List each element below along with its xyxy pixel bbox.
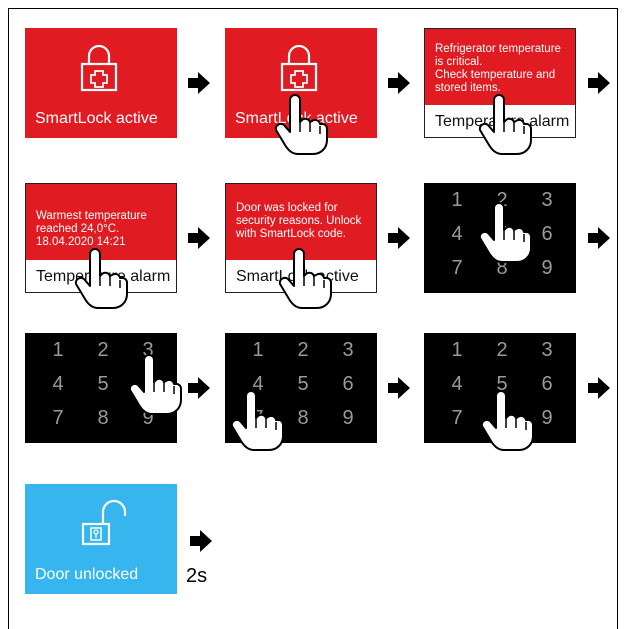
keypad-key-3[interactable]: 3 <box>541 189 553 211</box>
screen-smartlock-active: SmartLock active <box>25 28 177 138</box>
keypad-key-4[interactable]: 4 <box>451 223 463 245</box>
tap-hand-icon <box>276 246 332 310</box>
padlock-open-icon <box>81 499 127 546</box>
keypad-key-7[interactable]: 7 <box>451 407 463 429</box>
keypad-key-6[interactable]: 6 <box>541 223 553 245</box>
keypad-key-1[interactable]: 1 <box>252 339 264 361</box>
tap-hand-icon <box>126 352 182 416</box>
tap-hand-icon <box>72 246 128 310</box>
keypad-key-5[interactable]: 5 <box>496 373 508 395</box>
keypad-key-2[interactable]: 2 <box>297 339 309 361</box>
keypad-key-5[interactable]: 5 <box>97 373 109 395</box>
arrow-right-icon <box>188 227 210 249</box>
keypad-key-8[interactable]: 8 <box>97 407 109 429</box>
arrow-right-icon <box>588 72 610 94</box>
keypad-key-3[interactable]: 3 <box>342 339 354 361</box>
arrow-right-icon <box>388 377 410 399</box>
keypad-key-4[interactable]: 4 <box>451 373 463 395</box>
tap-hand-icon <box>476 200 532 264</box>
duration-caption: 2s <box>186 565 208 587</box>
keypad-key-8[interactable]: 8 <box>297 407 309 429</box>
arrow-right-icon <box>588 377 610 399</box>
keypad-key-9[interactable]: 9 <box>541 407 553 429</box>
keypad-key-2[interactable]: 2 <box>496 339 508 361</box>
keypad-key-7[interactable]: 7 <box>451 257 463 279</box>
keypad-key-9[interactable]: 9 <box>541 257 553 279</box>
padlock-closed-plus-icon <box>80 44 118 92</box>
screen-label: Door unlocked <box>35 566 139 583</box>
keypad-key-2[interactable]: 2 <box>97 339 109 361</box>
keypad-key-9[interactable]: 9 <box>142 407 154 429</box>
keypad-key-1[interactable]: 1 <box>52 339 64 361</box>
keypad-key-1[interactable]: 1 <box>451 339 463 361</box>
tap-hand-icon <box>476 92 532 156</box>
keypad-key-1[interactable]: 1 <box>451 189 463 211</box>
diagram-frame <box>8 8 618 629</box>
keypad-key-7[interactable]: 7 <box>52 407 64 429</box>
keypad-key-6[interactable]: 6 <box>342 373 354 395</box>
keypad-key-6[interactable]: 6 <box>541 373 553 395</box>
tap-hand-icon <box>272 92 328 156</box>
arrow-right-icon <box>388 227 410 249</box>
screen-label: SmartLock active <box>35 110 158 127</box>
arrow-right-icon <box>188 72 210 94</box>
tap-hand-icon <box>228 388 284 452</box>
keypad-key-8[interactable]: 8 <box>496 257 508 279</box>
keypad-key-5[interactable]: 5 <box>297 373 309 395</box>
keypad-key-3[interactable]: 3 <box>541 339 553 361</box>
keypad-key-9[interactable]: 9 <box>342 407 354 429</box>
screen-door-unlocked: Door unlocked <box>25 484 177 594</box>
keypad-key-4[interactable]: 4 <box>252 373 264 395</box>
keypad-key-2[interactable]: 2 <box>496 189 508 211</box>
keypad-key-4[interactable]: 4 <box>52 373 64 395</box>
padlock-closed-plus-icon <box>280 44 318 92</box>
arrow-right-icon <box>188 377 210 399</box>
arrow-right-icon <box>190 530 212 552</box>
arrow-right-icon <box>588 227 610 249</box>
arrow-right-icon <box>388 72 410 94</box>
keypad-key-3[interactable]: 3 <box>142 339 154 361</box>
tap-hand-icon <box>478 388 534 452</box>
